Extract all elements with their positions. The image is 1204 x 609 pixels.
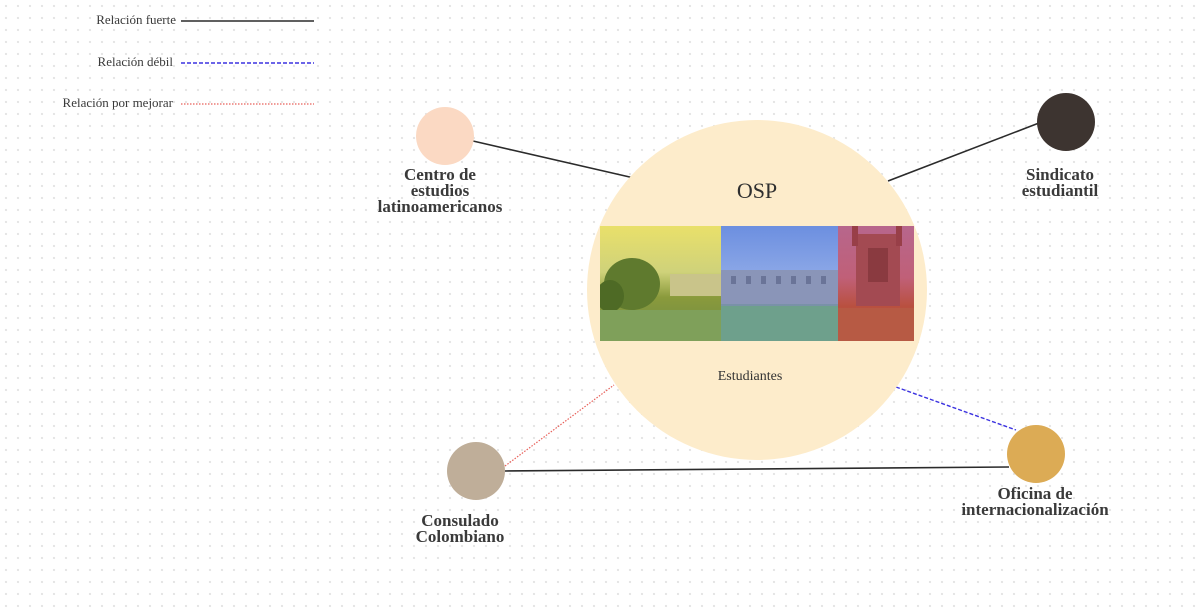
legend-label-improve: Relación por mejorar — [62, 95, 173, 110]
connector-centro-osp — [472, 140, 635, 179]
node-sindicato — [1037, 93, 1095, 151]
legend-label-weak: Relación débil — [97, 54, 173, 69]
node-label-oficina: Oficina de internacionalización — [961, 484, 1109, 519]
connector-oficina-osp — [895, 386, 1017, 431]
legend-label-strong: Relación fuerte — [96, 12, 176, 27]
campus-photo — [600, 226, 914, 341]
connector-consulado-oficina — [504, 466, 1010, 472]
node-oficina — [1007, 425, 1065, 483]
osp-subtitle: Estudiantes — [717, 369, 783, 384]
building-silhouette — [721, 270, 838, 341]
photo-band-blue — [721, 226, 838, 341]
connector-sindicato-osp — [887, 122, 1040, 182]
chapel-silhouette — [838, 226, 914, 341]
osp-title: OSP — [736, 178, 778, 203]
node-label-sindicato: Sindicato estudiantil — [1021, 165, 1099, 200]
node-label-consulado: Consulado Colombiano — [415, 511, 505, 546]
tree-silhouette — [600, 258, 721, 341]
photo-band-red — [838, 226, 914, 341]
connector-consulado-osp — [504, 384, 615, 467]
node-consulado — [447, 442, 505, 500]
node-centro-estudios — [416, 107, 474, 165]
node-label-centro-estudios: Centro de estudios latinoamericanos — [377, 165, 503, 216]
photo-band-yellow — [600, 226, 721, 341]
